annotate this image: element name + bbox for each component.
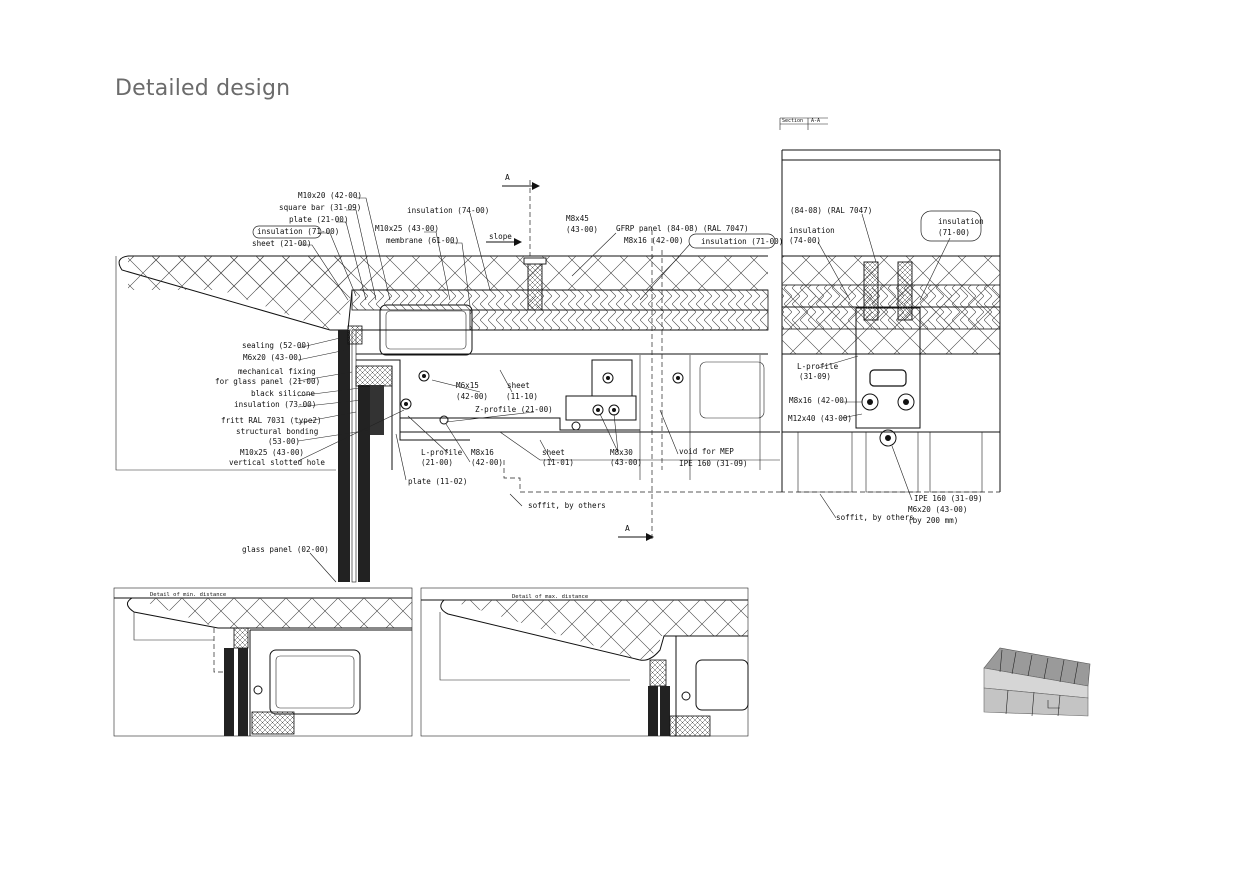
- label-sealing: sealing (52-00): [242, 341, 311, 350]
- label-insulation-71b: insulation (71-00): [701, 237, 783, 246]
- detail-min-distance: Detail of min. distance: [113, 587, 413, 737]
- label-plate-1102: plate (11-02): [408, 477, 467, 486]
- label-structural-bonding-code: (53-00): [268, 437, 300, 446]
- label-m6x15-code: (42-00): [456, 392, 488, 401]
- main-section-labels: M10x20 (42-00) square bar (31-09) plate …: [215, 173, 783, 554]
- label-aa-m6x20: M6x20 (43-00): [908, 505, 967, 514]
- label-aa-by-200: (by 200 mm): [908, 516, 958, 525]
- label-structural-bonding: structural bonding: [236, 427, 318, 436]
- label-m10x25: M10x25 (43-00): [375, 224, 439, 233]
- section-aa-labels: Section A-A (84-08) (RAL 7047) insulatio…: [782, 118, 984, 525]
- label-aa-ipe160: IPE 160 (31-09): [914, 494, 983, 503]
- label-m8x45: M8x45: [566, 214, 589, 223]
- label-l-profile: L-profile: [421, 448, 463, 457]
- label-m10x20: M10x20 (42-00): [298, 191, 362, 200]
- detail-max-title: Detail of max. distance: [512, 594, 588, 600]
- label-aa-soffit: soffit, by others: [836, 513, 914, 522]
- label-aa-gfrp: (84-08) (RAL 7047): [790, 206, 872, 215]
- label-insulation-74: insulation (74-00): [407, 206, 489, 215]
- label-m8x16-b-code: (42-00): [471, 458, 503, 467]
- label-aa-insulation-71: insulation: [938, 217, 984, 226]
- page-title: Detailed design: [115, 76, 291, 101]
- label-m6x15: M6x15: [456, 381, 479, 390]
- label-slope: slope: [489, 232, 512, 241]
- label-aa-insulation-71-code: (71-00): [938, 228, 970, 237]
- label-aa-insulation-74: insulation: [789, 226, 835, 235]
- label-gfrp-panel: GFRP panel (84-08) (RAL 7047): [616, 224, 749, 233]
- title-block-ref: A-A: [811, 118, 820, 124]
- section-aa: [779, 117, 1001, 519]
- label-insulation-71: insulation (71-00): [257, 227, 339, 236]
- label-glass-panel: glass panel (02-00): [242, 545, 329, 554]
- label-membrane: membrane (61-00): [386, 236, 459, 245]
- label-insulation-73: insulation (73-00): [234, 400, 316, 409]
- detail-min-title: Detail of min. distance: [150, 592, 226, 598]
- label-mech-fixing: mechanical fixing: [238, 367, 316, 376]
- label-m6x20: M6x20 (43-00): [243, 353, 302, 362]
- label-m8x16-b: M8x16: [471, 448, 494, 457]
- label-l-profile-code: (21-00): [421, 458, 453, 467]
- label-black-silicone: black silicone: [251, 389, 315, 398]
- label-aa-insulation-74-code: (74-00): [789, 236, 821, 245]
- label-aa-l-profile: L-profile: [797, 362, 839, 371]
- label-aa-m12x40: M12x40 (43-00): [788, 414, 852, 423]
- label-m8x45-code: (43-00): [566, 225, 598, 234]
- label-glass-panel-fixing: for glass panel (21-00): [215, 377, 320, 386]
- label-sheet-1101-code: (11-01): [542, 458, 574, 467]
- label-fritt: fritt RAL 7031 (type2): [221, 416, 322, 425]
- title-block-section: Section: [782, 118, 803, 124]
- section-mark-top: A: [505, 173, 510, 182]
- label-aa-l-profile-code: (31-09): [799, 372, 831, 381]
- label-square-bar: square bar (31-09): [279, 203, 361, 212]
- detail-max-distance: Detail of max. distance: [420, 587, 749, 737]
- label-m10x25-b: M10x25 (43-00): [240, 448, 304, 457]
- isometric-sketch: [983, 647, 1091, 717]
- label-plate: plate (21-00): [289, 215, 348, 224]
- label-sheet-1110-code: (11-10): [506, 392, 538, 401]
- label-aa-m8x16: M8x16 (42-00): [789, 396, 848, 405]
- label-m8x30: M8x30: [610, 448, 633, 457]
- label-z-profile: Z-profile (21-00): [475, 405, 553, 414]
- label-soffit: soffit, by others: [528, 501, 606, 510]
- label-slotted-hole: vertical slotted hole: [229, 458, 325, 467]
- section-mark-bottom: A: [625, 524, 630, 533]
- label-sheet-1110: sheet: [507, 381, 530, 390]
- label-sheet: sheet (21-00): [252, 239, 311, 248]
- label-void-mep: void for MEP: [679, 447, 734, 456]
- main-section: [115, 180, 780, 583]
- label-ipe160: IPE 160 (31-09): [679, 459, 748, 468]
- label-sheet-1101: sheet: [542, 448, 565, 457]
- label-m8x30-code: (43-00): [610, 458, 642, 467]
- label-m8x16: M8x16 (42-00): [624, 236, 683, 245]
